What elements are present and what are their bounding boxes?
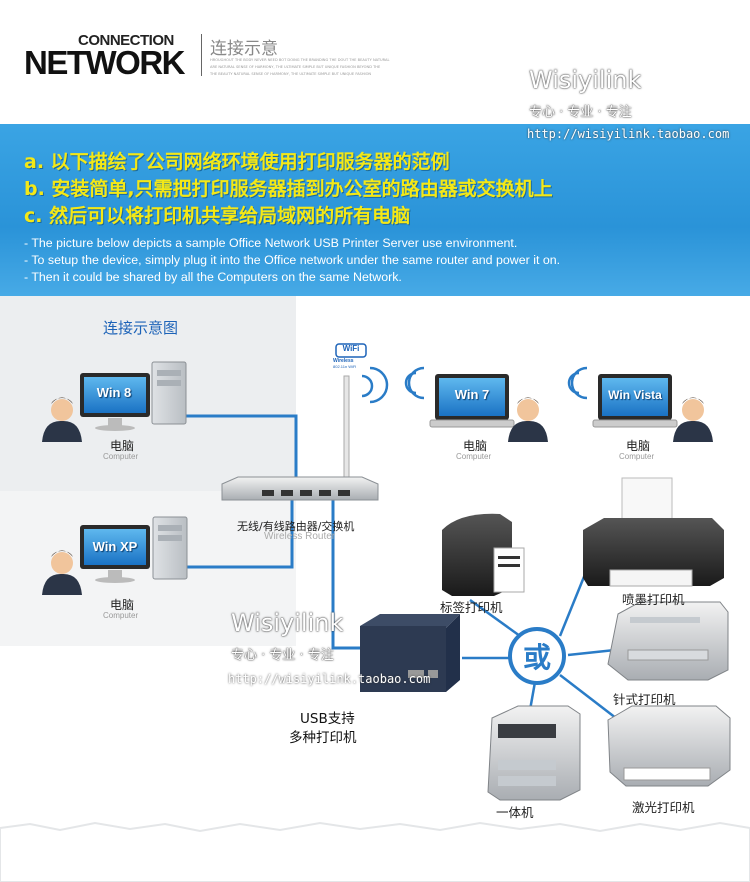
torn-bottom-edge (0, 0, 750, 882)
